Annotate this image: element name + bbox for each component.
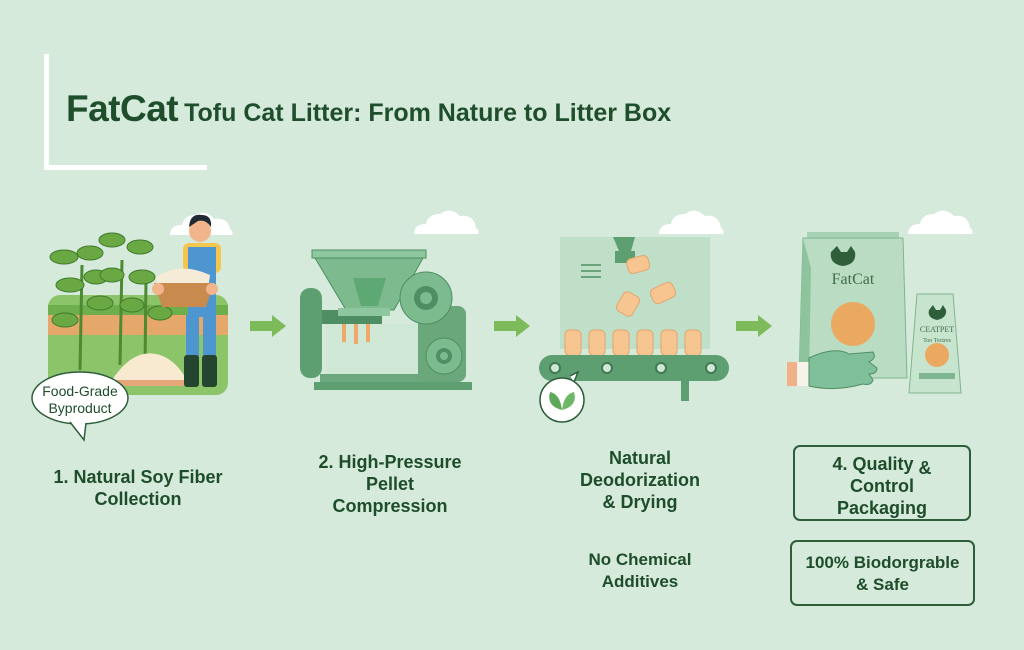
bag-small-subtitle: Too Tectres [923, 338, 952, 344]
arrow-right-icon [494, 315, 530, 337]
step-4-ampersand: & [918, 458, 932, 478]
step-3-line-2: Deodorization [580, 470, 700, 490]
step-2-line-1: 2. High-Pressure [318, 452, 462, 472]
step-2-line-2: Pellet [365, 474, 415, 494]
litter-bags-illustration: FatCat CEATPET Too Tectres [787, 232, 962, 394]
step-3-line-3: & Drying [602, 492, 678, 512]
note-line-1: No Chemical [588, 550, 692, 569]
step-1-line-1: 1. Natural Soy Fiber [53, 467, 223, 487]
biodegradable-safe-box: 100% Biodorgrable & Safe [790, 540, 975, 606]
bag-large-brand: FatCat [832, 271, 875, 288]
callout-line-1: Food-Grade [42, 383, 118, 399]
step-1-label: 1. Natural Soy Fiber Collection [38, 466, 238, 510]
step-3-line-1: Natural [608, 448, 671, 468]
step-4-line-1: 4. Quality [832, 454, 914, 474]
step-4-line-3: Packaging [836, 498, 928, 518]
conveyor-belt-illustration [539, 237, 729, 401]
arrow-right-icon [250, 315, 286, 337]
step-4-line-2: Control [850, 476, 914, 496]
cloud-icon [908, 210, 973, 234]
step-3-label: Natural Deodorization & Drying [560, 447, 720, 513]
step-4-label-box: 4. Quality & Control Packaging [793, 445, 971, 521]
callout-line-2: Byproduct [48, 400, 112, 416]
no-chemical-note: No Chemical Additives [560, 549, 720, 593]
corner-bracket-decoration [44, 54, 207, 170]
bag-small-brand: CEATPET [920, 325, 954, 334]
biodegradable-line-2: & Safe [856, 575, 909, 594]
biodegradable-line-1: 100% Biodorgrable [805, 553, 960, 572]
farmer-soy-illustration [48, 214, 228, 395]
cloud-icon [414, 210, 479, 234]
leaf-icon [539, 370, 585, 423]
pellet-press-machine-illustration [300, 249, 472, 390]
cloud-icon [659, 210, 724, 234]
step-1-line-2: Collection [94, 489, 182, 509]
brand-name: FatCat [66, 88, 179, 129]
arrow-right-icon [736, 315, 772, 337]
step-2-label: 2. High-Pressure Pellet Compression [300, 451, 480, 517]
speech-bubble-icon [31, 371, 129, 442]
note-line-2: Additives [601, 572, 679, 591]
title-subtitle: Tofu Cat Litter: From Nature to Litter B… [184, 99, 672, 127]
callout-food-grade: Food-Grade Byproduct [34, 383, 126, 417]
step-2-line-3: Compression [332, 496, 448, 516]
